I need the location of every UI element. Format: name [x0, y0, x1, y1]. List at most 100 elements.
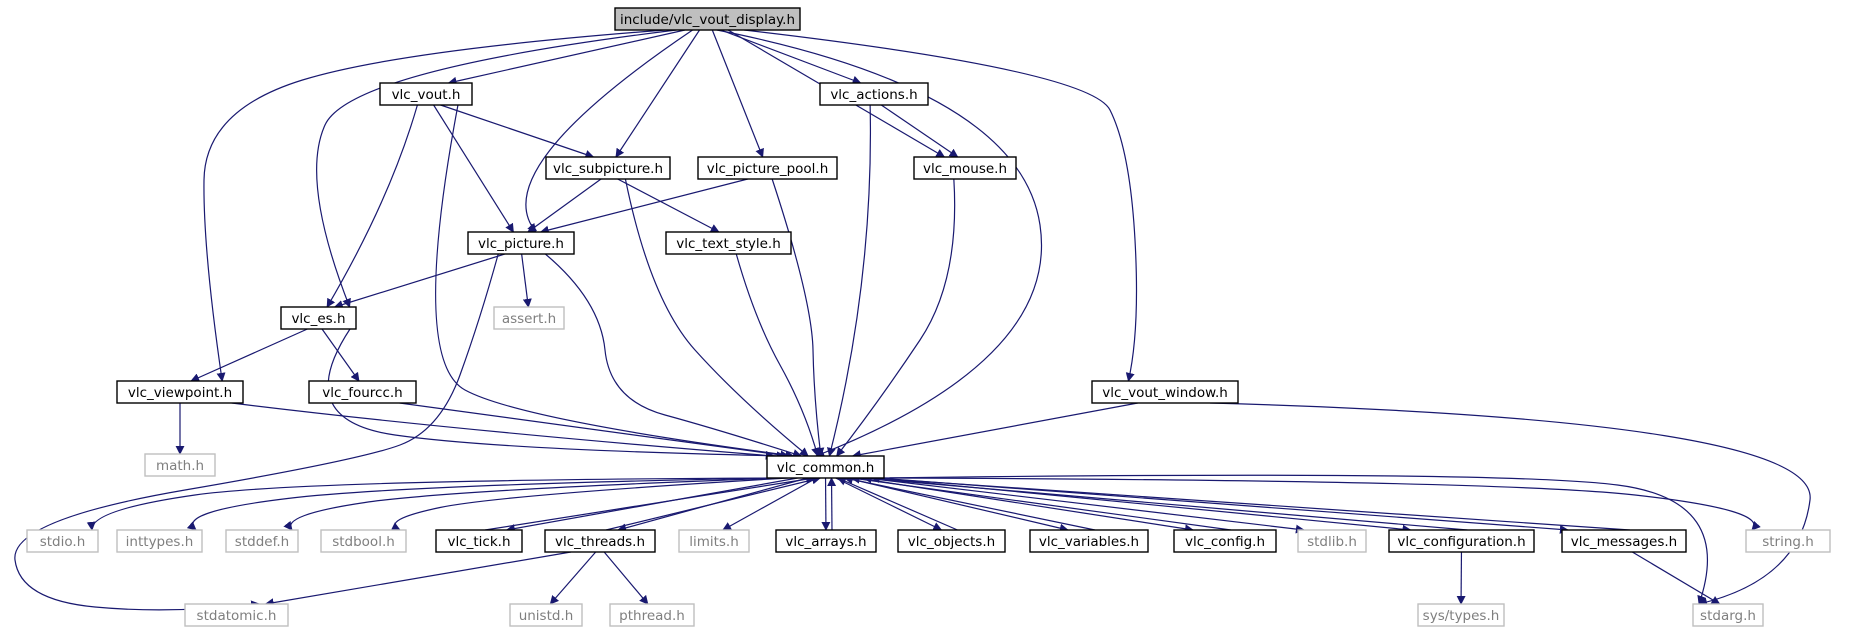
edge-common-to-stdio: [86, 477, 774, 531]
edge-common-to-objects: [835, 477, 943, 531]
node-text-style[interactable]: vlc_text_style.h: [665, 231, 792, 255]
node-subpicture[interactable]: vlc_subpicture.h: [545, 156, 671, 180]
node-math: math.h: [144, 453, 216, 477]
edge-tick-to-common: [484, 474, 816, 531]
node-picture[interactable]: vlc_picture.h: [467, 231, 575, 255]
edge-common-to-inttypes: [186, 477, 774, 531]
edge-mouse-to-common: [836, 178, 956, 457]
edge-picture-to-assert: [521, 253, 532, 308]
node-label: vlc_text_style.h: [676, 236, 781, 252]
edge-root-to-common: [716, 29, 1042, 458]
edge-picture-to-es: [333, 253, 505, 309]
node-objects[interactable]: vlc_objects.h: [897, 529, 1006, 553]
edge-common-to-stdbool: [390, 477, 789, 531]
edge-config-to-common: [850, 474, 1232, 531]
node-box: [1173, 529, 1277, 553]
node-label: vlc_vout_window.h: [1102, 385, 1228, 401]
node-box: [697, 156, 838, 180]
node-label: vlc_fourcc.h: [322, 385, 402, 401]
node-label: vlc_tick.h: [447, 534, 510, 550]
edge-actions-to-common: [827, 104, 871, 457]
node-label: stdarg.h: [1700, 608, 1756, 624]
node-label: vlc_picture_pool.h: [707, 161, 829, 177]
edge-objects-to-common: [836, 477, 958, 531]
edge-picture-to-common: [544, 253, 802, 458]
edge-root-to-subpicture: [615, 29, 701, 158]
node-box: [897, 529, 1006, 553]
node-mouse[interactable]: vlc_mouse.h: [913, 156, 1017, 180]
node-label: vlc_es.h: [291, 311, 345, 327]
node-box: [1417, 603, 1505, 627]
node-label: unistd.h: [519, 608, 574, 624]
node-label: vlc_configuration.h: [1397, 534, 1525, 550]
node-stdlib: stdlib.h: [1297, 529, 1367, 553]
node-label: pthread.h: [619, 608, 685, 624]
node-box: [26, 529, 99, 553]
node-box: [1561, 529, 1687, 553]
edge-common-to-string: [877, 477, 1761, 531]
node-box: [1091, 380, 1239, 404]
node-threads[interactable]: vlc_threads.h: [544, 529, 656, 553]
node-label: vlc_subpicture.h: [553, 161, 663, 177]
node-label: vlc_viewpoint.h: [128, 385, 232, 401]
edge-common-to-stdlib: [865, 477, 1305, 534]
node-box: [819, 82, 929, 106]
node-box: [493, 306, 565, 330]
edge-picture_pool-to-common: [771, 178, 825, 457]
node-vout-window[interactable]: vlc_vout_window.h: [1091, 380, 1239, 404]
node-tick[interactable]: vlc_tick.h: [435, 529, 523, 553]
edge-common-to-limits: [722, 477, 817, 531]
edge-fourcc-to-common: [399, 402, 790, 460]
node-label: vlc_vout.h: [392, 87, 461, 103]
node-arrays[interactable]: vlc_arrays.h: [775, 529, 877, 553]
node-variables[interactable]: vlc_variables.h: [1029, 529, 1149, 553]
node-box: [609, 603, 695, 627]
node-config[interactable]: vlc_config.h: [1173, 529, 1277, 553]
node-messages[interactable]: vlc_messages.h: [1561, 529, 1687, 553]
node-box: [1745, 529, 1831, 553]
node-stddef: stddef.h: [225, 529, 299, 553]
node-box: [225, 529, 299, 553]
edge-root-to-picture_pool: [711, 29, 764, 158]
edge-root-to-vout_window: [744, 29, 1138, 382]
edge-subpicture-to-picture: [527, 178, 602, 233]
node-actions[interactable]: vlc_actions.h: [819, 82, 929, 106]
node-es[interactable]: vlc_es.h: [280, 306, 357, 330]
node-vout[interactable]: vlc_vout.h: [379, 82, 473, 106]
edge-text_style-to-common: [735, 253, 820, 457]
edge-vout-to-common: [435, 104, 795, 460]
node-root[interactable]: include/vlc_vout_display.h: [614, 7, 801, 31]
node-box: [435, 529, 523, 553]
node-fourcc[interactable]: vlc_fourcc.h: [308, 380, 417, 404]
edge-es-to-fourcc: [321, 328, 360, 382]
edge-common-to-stdarg: [877, 474, 1708, 605]
edge-configuration-to-common: [862, 474, 1468, 531]
node-unistd: unistd.h: [509, 603, 583, 627]
node-box: [320, 529, 407, 553]
node-label: inttypes.h: [126, 534, 194, 550]
node-picture-pool[interactable]: vlc_picture_pool.h: [697, 156, 838, 180]
node-label: vlc_messages.h: [1571, 534, 1677, 550]
node-label: vlc_threads.h: [555, 534, 645, 550]
edge-threads-to-common: [605, 475, 822, 531]
node-box: [1692, 603, 1764, 627]
edge-variables-to-common: [843, 475, 1096, 531]
node-label: sys/types.h: [1423, 608, 1500, 624]
node-configuration[interactable]: vlc_configuration.h: [1388, 529, 1535, 553]
edge-root-to-picture: [525, 29, 693, 233]
node-label: stdatomic.h: [197, 608, 277, 624]
edge-picture_pool-to-picture: [539, 178, 748, 235]
edge-vout-to-subpicture: [440, 104, 595, 159]
node-box: [467, 231, 575, 255]
node-box: [509, 603, 583, 627]
node-common[interactable]: vlc_common.h: [766, 455, 885, 479]
node-box: [1297, 529, 1367, 553]
edge-root-to-viewpoint: [203, 29, 666, 382]
node-viewpoint[interactable]: vlc_viewpoint.h: [116, 380, 244, 404]
node-box: [116, 529, 203, 553]
node-box: [280, 306, 357, 330]
node-box: [308, 380, 417, 404]
edge-viewpoint-to-common: [231, 402, 775, 460]
edge-picture-to-stdatomic: [14, 253, 499, 611]
node-box: [614, 7, 801, 31]
